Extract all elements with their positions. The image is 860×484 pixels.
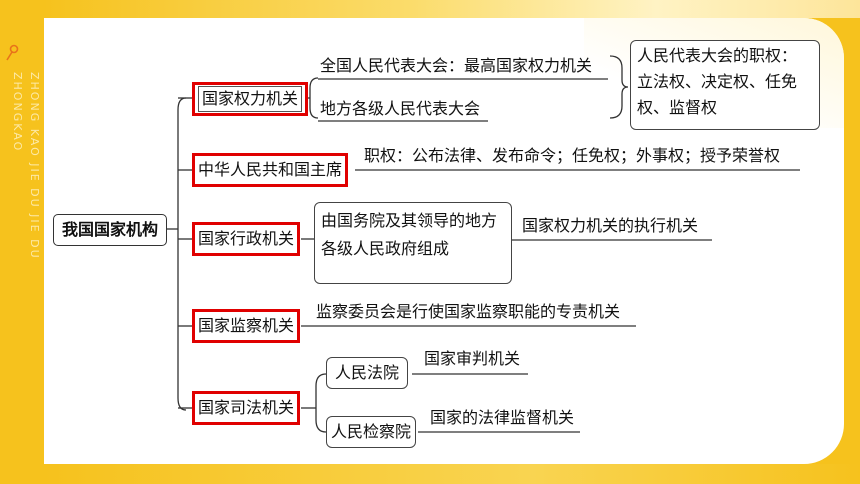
branch-judicial: 国家司法机关 [192, 391, 301, 425]
branch-president: 中华人民共和国主席 [192, 153, 349, 187]
branch-judicial-label: 国家司法机关 [198, 398, 295, 417]
b5-court-description: 国家审判机关 [424, 349, 521, 368]
npc-powers-line-3: 权、监督权 [637, 98, 718, 117]
b2-description: 职权：公布法律、发布命令；任免权；外事权；授予荣誉权 [364, 146, 781, 165]
npc-powers-line-2: 立法权、决定权、任免 [637, 72, 798, 91]
sidebar-vertical-text-2: ZHONGKAO [11, 72, 24, 153]
branch-supervisory-label: 国家监察机关 [198, 316, 295, 335]
npc-powers-line-1: 人民代表大会的职权： [637, 46, 798, 65]
b3-box-line-1: 由国务院及其领导的地方 [321, 211, 498, 230]
map-pin-icon [6, 44, 19, 61]
sidebar-vertical-text-1: ZHONG KAO JIE DU JIE DU [28, 72, 41, 260]
branch-supervisory: 国家监察机关 [192, 309, 301, 343]
brace [609, 55, 629, 119]
branch-administrative: 国家行政机关 [192, 222, 301, 256]
branch-power-organ-label: 国家权力机关 [198, 86, 303, 112]
b3-box-line-2: 各级人民政府组成 [321, 239, 450, 258]
b5-child-procuratorate: 人民检察院 [326, 416, 416, 448]
b3-composition-box: 由国务院及其领导的地方 各级人民政府组成 [314, 202, 512, 284]
connector-spine [177, 97, 187, 411]
bottom-strip [44, 464, 860, 484]
root-node: 我国国家机构 [53, 214, 167, 246]
b3-description: 国家权力机关的执行机关 [522, 216, 699, 235]
sidebar: ZHONG KAO JIE DU JIE DU ZHONGKAO [0, 0, 44, 484]
branch-president-label: 中华人民共和国主席 [198, 160, 343, 179]
b5-child-court: 人民法院 [326, 357, 408, 389]
branch-administrative-label: 国家行政机关 [198, 229, 295, 248]
npc-powers-box: 人民代表大会的职权： 立法权、决定权、任免 权、监督权 [630, 40, 820, 130]
top-glow [44, 0, 860, 18]
branch-power-organ: 国家权力机关 [192, 82, 309, 116]
b1-child-local: 地方各级人民代表大会 [320, 99, 481, 118]
b1-child-npc: 全国人民代表大会：最高国家权力机关 [320, 56, 593, 75]
b5-procuratorate-description: 国家的法律监督机关 [430, 408, 575, 427]
b4-description: 监察委员会是行使国家监察职能的专责机关 [316, 302, 621, 321]
